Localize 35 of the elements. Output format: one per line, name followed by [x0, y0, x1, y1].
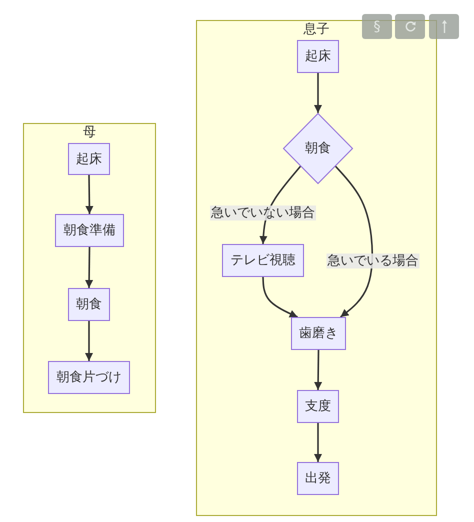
arrow — [85, 174, 94, 214]
node-label: 支度 — [305, 399, 331, 414]
edge-label: 急いでいない場合 — [210, 206, 316, 220]
decision-diamond — [283, 113, 353, 184]
process-box — [297, 390, 339, 423]
node-label: 朝食片づけ — [56, 370, 122, 385]
cluster-panel — [196, 20, 437, 516]
process-box — [68, 143, 110, 175]
edge-label: 急いでいる場合 — [326, 254, 420, 268]
arrow — [314, 423, 322, 462]
cluster-panel — [23, 123, 156, 413]
arrow — [314, 350, 322, 390]
node-label: テレビ視聴 — [230, 253, 296, 268]
node-label: 朝食準備 — [64, 223, 116, 238]
node-label: 歯磨き — [299, 326, 338, 341]
arrow — [314, 73, 322, 113]
section-button: § — [362, 14, 392, 39]
process-box — [297, 40, 339, 73]
node-label: 起床 — [76, 152, 102, 166]
node-label: 朝食 — [305, 141, 331, 156]
process-box — [291, 317, 346, 350]
process-box — [297, 462, 339, 495]
node-label: 朝食 — [76, 297, 102, 312]
cluster-title: 息子 — [304, 22, 330, 38]
arrow — [85, 246, 94, 288]
process-box — [222, 244, 304, 277]
process-box — [48, 361, 130, 394]
arrow — [334, 166, 374, 318]
arrow — [262, 276, 298, 318]
cluster-title: 母 — [83, 125, 96, 141]
node-label: 出発 — [305, 471, 331, 486]
process-box — [68, 288, 110, 321]
process-box — [55, 214, 124, 247]
node-label: 起床 — [305, 49, 331, 64]
arrow — [85, 321, 93, 361]
